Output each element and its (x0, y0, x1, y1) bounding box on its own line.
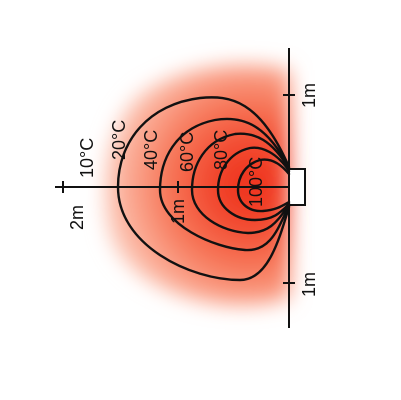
label-40c: 40°C (141, 130, 161, 170)
scale-label-1m-bottom: 1m (299, 272, 319, 297)
label-10c: 10°C (77, 138, 97, 178)
contour-60 (190, 132, 291, 235)
label-60c: 60°C (177, 132, 197, 172)
contour-80 (216, 146, 291, 222)
label-80c: 80°C (211, 130, 231, 170)
label-20c: 20°C (109, 120, 129, 160)
heat-cloud (104, 64, 290, 306)
label-100c: 100°C (246, 157, 266, 207)
scale-label-1m-mid: 1m (168, 199, 188, 224)
contour-100 (236, 158, 291, 213)
contour-40 (158, 117, 291, 252)
contour-20 (116, 96, 291, 282)
scale-label-2m: 2m (67, 205, 87, 230)
heater-device (288, 168, 306, 206)
scale-label-1m-top: 1m (299, 83, 319, 108)
